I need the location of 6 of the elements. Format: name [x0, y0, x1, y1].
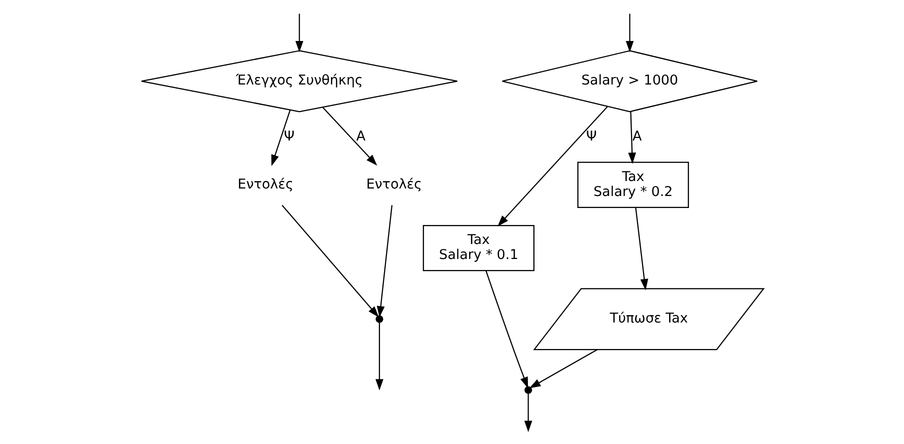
node-text: Εντολές [237, 176, 293, 192]
edge-label: Ψ [283, 128, 294, 144]
edge-label: Ψ [586, 128, 596, 144]
edge-label: Α [632, 128, 642, 144]
node-text: Εντολές [366, 176, 422, 192]
edge-label: Α [356, 128, 365, 144]
